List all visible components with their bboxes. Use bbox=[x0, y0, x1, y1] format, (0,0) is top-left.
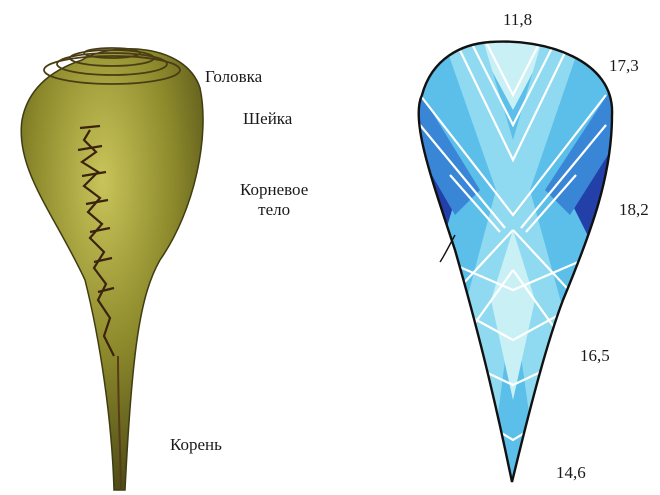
label-neck: Шейка bbox=[243, 109, 292, 129]
label-root-body-line2: тело bbox=[240, 200, 308, 220]
label-root-body: Корневое тело bbox=[240, 180, 308, 219]
beet-illustration bbox=[21, 48, 203, 490]
value-upper-right: 17,3 bbox=[609, 56, 639, 76]
value-middle-right: 18,2 bbox=[619, 200, 649, 220]
label-root: Корень bbox=[170, 435, 222, 455]
beet-body bbox=[21, 49, 203, 490]
label-head: Головка bbox=[205, 67, 262, 87]
label-root-body-line1: Корневое bbox=[240, 180, 308, 200]
side-rootlet bbox=[440, 235, 455, 262]
sugar-zone-diagram bbox=[400, 30, 630, 490]
value-top: 11,8 bbox=[503, 10, 532, 30]
value-lower-right: 16,5 bbox=[580, 346, 610, 366]
value-tip: 14,6 bbox=[556, 463, 586, 483]
